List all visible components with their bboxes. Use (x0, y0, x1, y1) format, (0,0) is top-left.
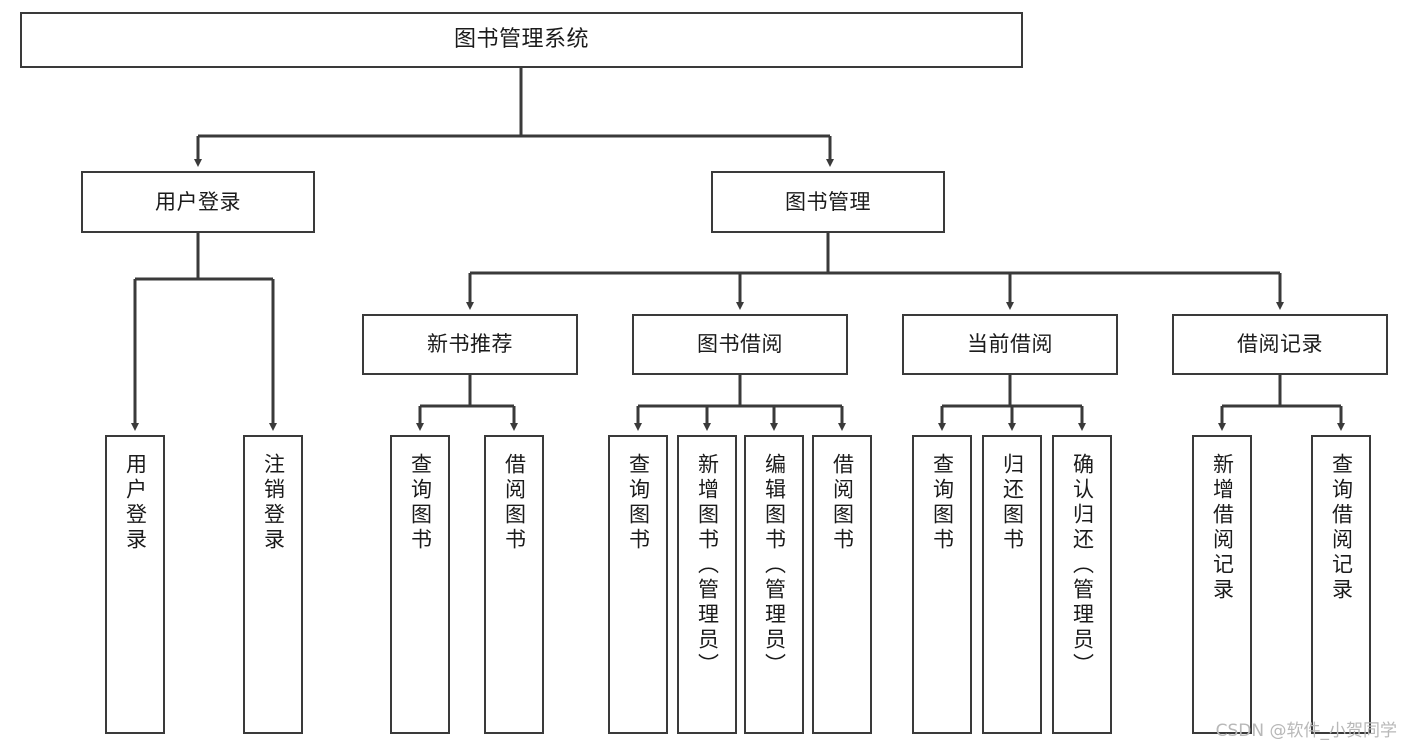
node-label: 查询图书 (626, 453, 651, 553)
node-borrow-record[interactable]: 借阅记录 (1172, 314, 1388, 375)
node-label: 借阅图书 (830, 453, 855, 553)
node-label: 用户登录 (155, 189, 241, 214)
node-leaf-query-book-current[interactable]: 查询图书 (912, 435, 972, 734)
node-label: 图书管理 (785, 189, 871, 214)
node-label: 确认归还（管理员） (1070, 453, 1095, 678)
node-leaf-return-book[interactable]: 归还图书 (982, 435, 1042, 734)
node-label: 图书管理系统 (453, 27, 589, 53)
node-leaf-query-book-borrow[interactable]: 查询图书 (608, 435, 668, 734)
node-leaf-user-login[interactable]: 用户登录 (105, 435, 165, 734)
node-label: 新增图书（管理员） (695, 453, 720, 678)
node-label: 新书推荐 (427, 332, 513, 357)
node-leaf-add-book-admin[interactable]: 新增图书（管理员） (677, 435, 737, 734)
node-leaf-query-borrow-record[interactable]: 查询借阅记录 (1311, 435, 1371, 734)
node-leaf-confirm-return-admin[interactable]: 确认归还（管理员） (1052, 435, 1112, 734)
node-root-system[interactable]: 图书管理系统 (20, 12, 1023, 68)
node-leaf-borrow-book-recommend[interactable]: 借阅图书 (484, 435, 544, 734)
node-label: 注销登录 (261, 453, 286, 553)
node-leaf-logout-login[interactable]: 注销登录 (243, 435, 303, 734)
node-leaf-borrow-book[interactable]: 借阅图书 (812, 435, 872, 734)
node-label: 查询图书 (408, 453, 433, 553)
node-label: 用户登录 (123, 453, 148, 553)
node-new-book-recommend[interactable]: 新书推荐 (362, 314, 578, 375)
csdn-watermark: CSDN @软件_小贺同学 (1215, 721, 1397, 741)
node-label: 查询图书 (930, 453, 955, 553)
node-label: 查询借阅记录 (1329, 453, 1354, 603)
node-leaf-query-book-recommend[interactable]: 查询图书 (390, 435, 450, 734)
node-label: 借阅图书 (502, 453, 527, 553)
node-user-login[interactable]: 用户登录 (81, 171, 315, 233)
node-book-borrow[interactable]: 图书借阅 (632, 314, 848, 375)
node-leaf-edit-book-admin[interactable]: 编辑图书（管理员） (744, 435, 804, 734)
node-label: 借阅记录 (1237, 332, 1323, 357)
node-label: 归还图书 (1000, 453, 1025, 553)
node-book-management[interactable]: 图书管理 (711, 171, 945, 233)
node-label: 新增借阅记录 (1210, 453, 1235, 603)
node-current-borrow[interactable]: 当前借阅 (902, 314, 1118, 375)
node-label: 当前借阅 (967, 332, 1053, 357)
node-label: 图书借阅 (697, 332, 783, 357)
node-leaf-add-borrow-record[interactable]: 新增借阅记录 (1192, 435, 1252, 734)
node-label: 编辑图书（管理员） (762, 453, 787, 678)
